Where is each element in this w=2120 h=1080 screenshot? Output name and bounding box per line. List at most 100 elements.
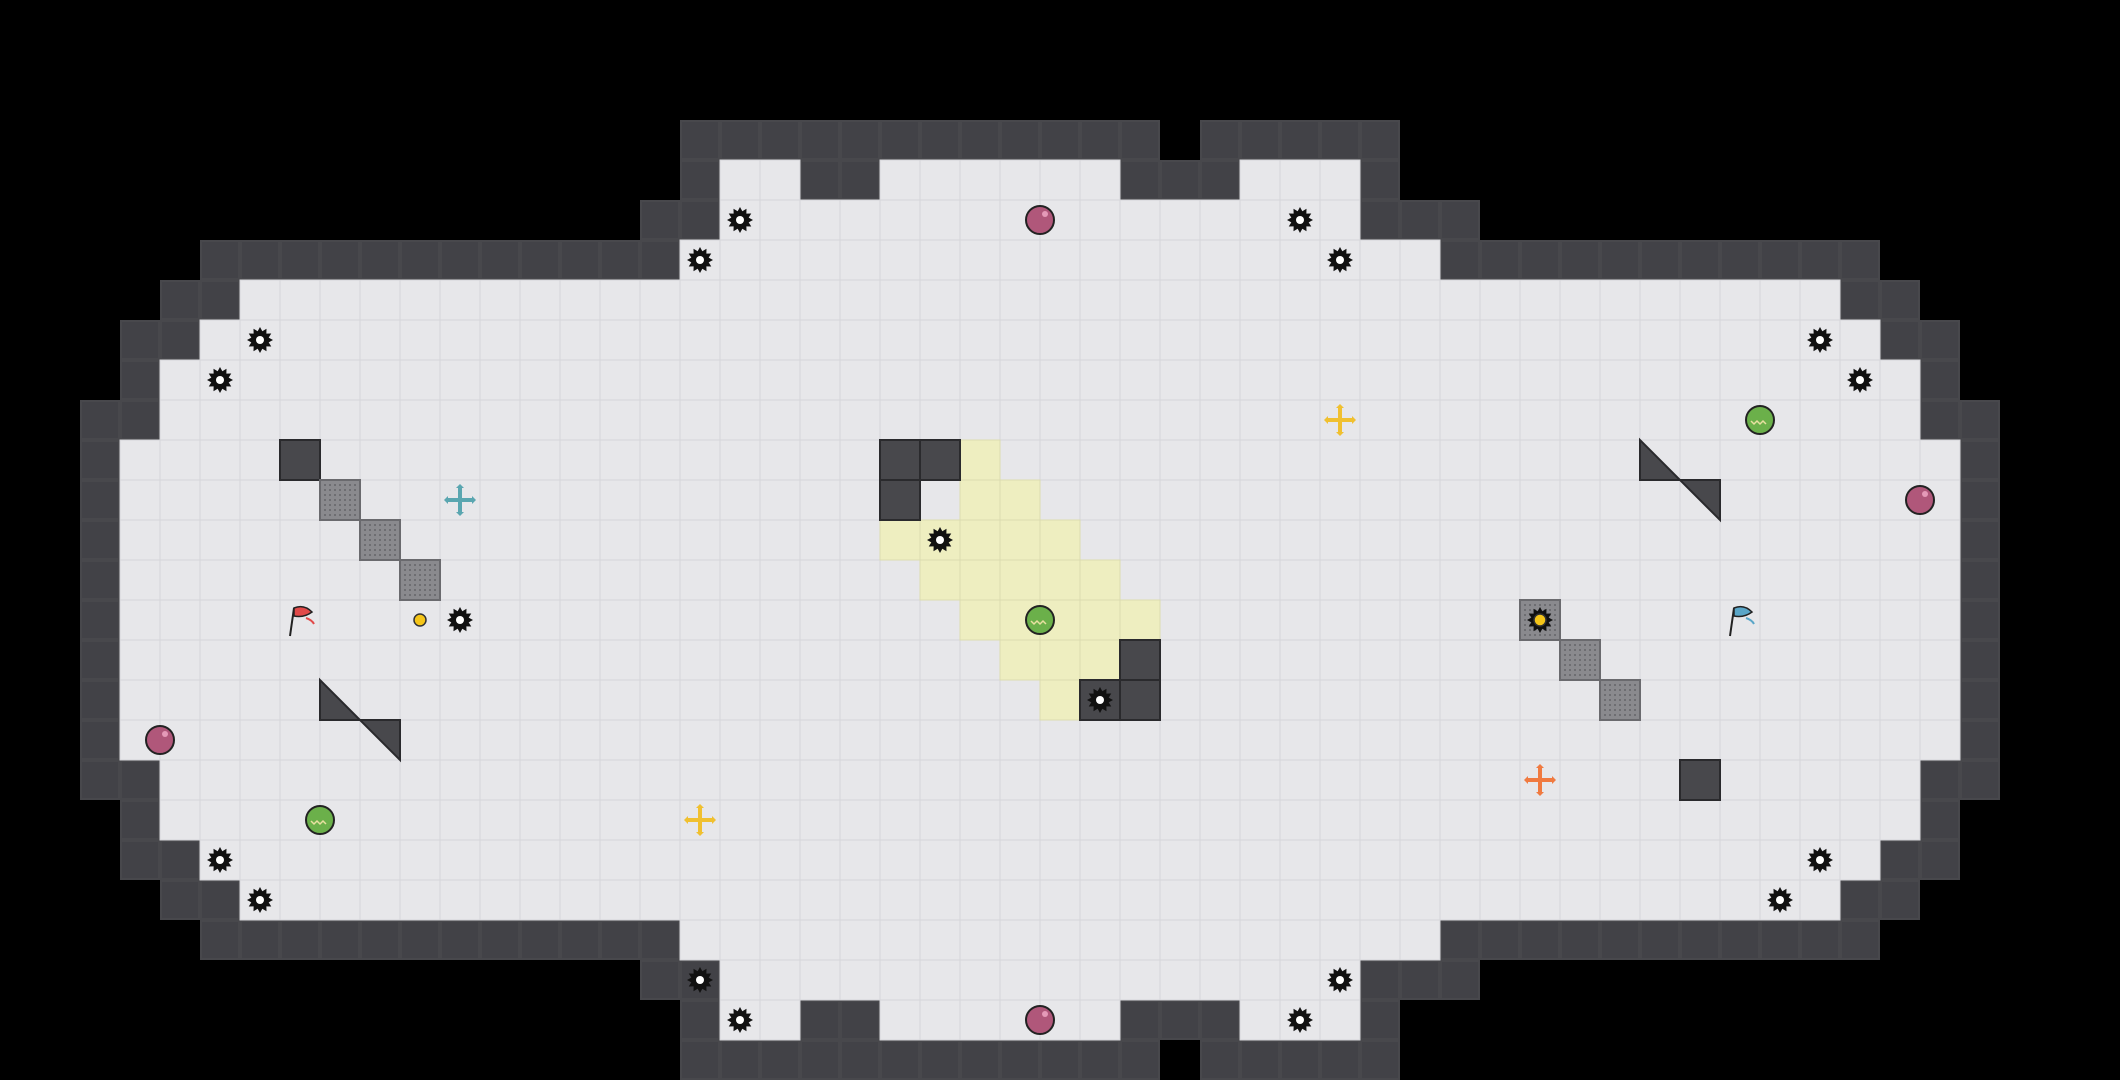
highlight-tile (959, 519, 1001, 561)
floor-tile (1199, 399, 1241, 441)
floor-tile (199, 679, 241, 721)
floor-tile (1559, 399, 1601, 441)
floor-tile (1319, 879, 1361, 921)
wall-block (1119, 639, 1161, 681)
wall-shade (202, 882, 238, 918)
floor-tile (1079, 999, 1121, 1041)
floor-tile (1839, 839, 1881, 881)
wall-shade (1522, 242, 1558, 278)
floor-tile (479, 639, 521, 681)
floor-tile (519, 759, 561, 801)
floor-tile (319, 839, 361, 881)
floor-tile (1679, 439, 1721, 481)
wall-shade (1922, 802, 1958, 838)
floor-tile (1559, 839, 1601, 881)
floor-tile (879, 999, 921, 1041)
wall-tile (1760, 920, 1800, 960)
wall-tile (560, 920, 600, 960)
wall-shade (1562, 242, 1598, 278)
floor-tile (879, 279, 921, 321)
floor-tile (239, 839, 281, 881)
wall-tile (1040, 1040, 1080, 1080)
floor-tile (1759, 599, 1801, 641)
floor-tile (359, 319, 401, 361)
wall-tile (1440, 960, 1480, 1000)
floor-tile (479, 839, 521, 881)
floor-tile (239, 599, 281, 641)
floor-tile (359, 439, 401, 481)
floor-tile (1119, 199, 1161, 241)
wall-shade (82, 722, 118, 758)
floor-tile (359, 479, 401, 521)
wall-tile (1720, 920, 1760, 960)
wall-tile (600, 240, 640, 280)
floor-tile (439, 279, 481, 321)
wall-shade (442, 242, 478, 278)
floor-tile (839, 439, 881, 481)
wall-tile (1920, 760, 1960, 800)
floor-tile (919, 359, 961, 401)
floor-tile (1599, 399, 1641, 441)
floor-tile (1359, 399, 1401, 441)
floor-tile (1319, 359, 1361, 401)
wall-tile (840, 160, 880, 200)
floor-tile (1599, 559, 1641, 601)
wall-tile (1960, 400, 2000, 440)
floor-tile (799, 839, 841, 881)
wall-shade (1202, 1002, 1238, 1038)
floor-tile (919, 639, 961, 681)
floor-tile (1479, 639, 1521, 681)
wall-tile (1080, 1040, 1120, 1080)
floor-tile (1159, 279, 1201, 321)
floor-tile (199, 719, 241, 761)
highlight-tile (959, 559, 1001, 601)
floor-tile (239, 519, 281, 561)
floor-tile (1519, 319, 1561, 361)
wall-shade (562, 922, 598, 958)
floor-tile (1519, 639, 1561, 681)
floor-tile (319, 599, 361, 641)
wall-tile (160, 320, 200, 360)
floor-tile (1479, 879, 1521, 921)
floor-tile (359, 799, 401, 841)
floor-tile (1399, 719, 1441, 761)
floor-tile (239, 679, 281, 721)
floor-tile (1159, 839, 1201, 881)
floor-tile (159, 479, 201, 521)
floor-tile (1719, 319, 1761, 361)
floor-tile (639, 359, 681, 401)
wall-tile (1000, 1040, 1040, 1080)
wall-tile (1080, 120, 1120, 160)
floor-tile (1079, 879, 1121, 921)
powerup-cross-icon (1324, 404, 1356, 436)
floor-tile (1839, 639, 1881, 681)
wall-tile (680, 1040, 720, 1080)
floor-tile (1279, 879, 1321, 921)
floor-tile (1839, 479, 1881, 521)
floor-tile (1919, 599, 1961, 641)
floor-tile (559, 639, 601, 681)
floor-tile (1639, 519, 1681, 561)
floor-tile (759, 679, 801, 721)
highlight-tile (1039, 639, 1081, 681)
floor-tile (1279, 919, 1321, 961)
floor-tile (839, 879, 881, 921)
wall-tile (120, 840, 160, 880)
floor-tile (1799, 719, 1841, 761)
floor-tile (1119, 719, 1161, 761)
wall-shade (402, 922, 438, 958)
floor-tile (1039, 319, 1081, 361)
floor-tile (1359, 839, 1401, 881)
floor-tile (1319, 999, 1361, 1041)
jukejuice-orb-icon (1745, 405, 1775, 435)
floor-tile (719, 359, 761, 401)
floor-tile (439, 839, 481, 881)
floor-tile (479, 719, 521, 761)
wall-shade (922, 1042, 958, 1078)
floor-tile (999, 279, 1041, 321)
floor-tile (679, 879, 721, 921)
floor-tile (1079, 919, 1121, 961)
floor-tile (1239, 279, 1281, 321)
floor-tile (1839, 679, 1881, 721)
floor-tile (799, 239, 841, 281)
